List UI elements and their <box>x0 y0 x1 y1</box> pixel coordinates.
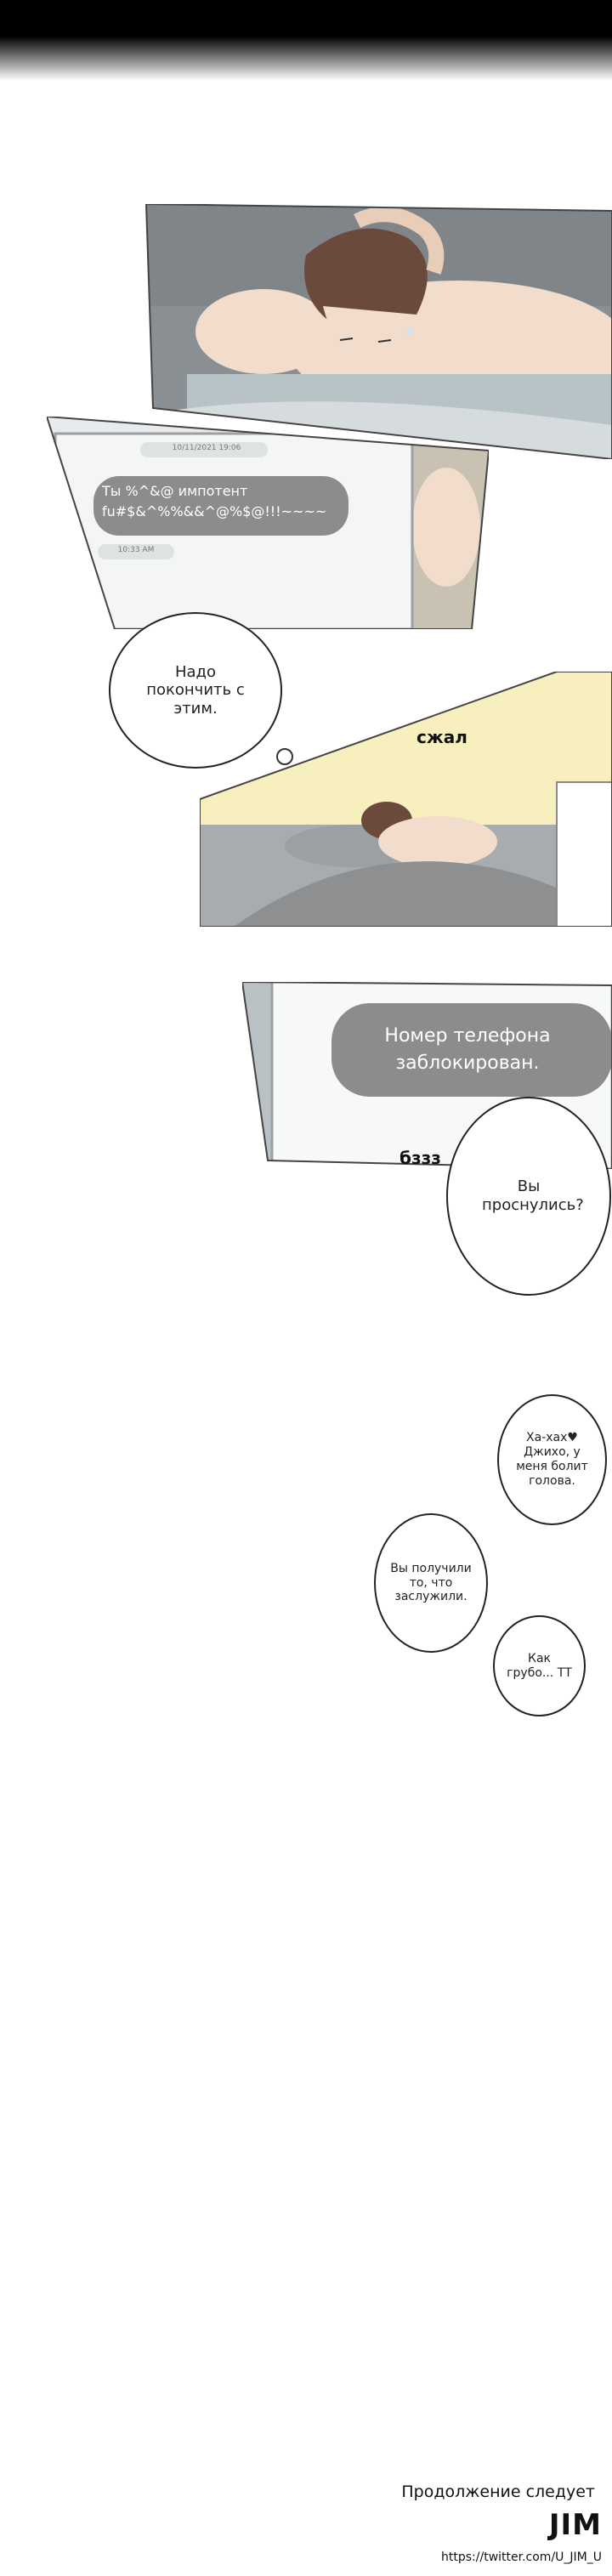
speech-bubble-rude: Как грубо... ТТ <box>493 1615 586 1716</box>
speech-bubble-deserved-text: Вы получили то, что заслужили. <box>390 1561 472 1604</box>
artist-signature: JIM <box>548 2508 602 2542</box>
panel-phone-message: 10/11/2021 19:06 Ты %^&@ импотент fu#$&^… <box>47 417 489 629</box>
panel-2-art <box>47 417 489 629</box>
panel-3-art <box>200 672 612 927</box>
artist-twitter-url: https://twitter.com/U_JIM_U <box>441 2550 602 2564</box>
panel-1-art <box>144 204 612 459</box>
panel-man-in-bed <box>200 672 612 927</box>
thought-dot-icon <box>276 748 293 765</box>
phone-2-message: Номер телефона заблокирован. <box>384 1025 551 1074</box>
sfx-squeeze: сжал <box>416 727 468 747</box>
phone-1-message: Ты %^&@ импотент fu#$&^%%&&^@%$@!!!~~~~ <box>102 483 327 519</box>
sfx-buzz: бззз <box>400 1148 441 1168</box>
phone-1-timestamp-top: 10/11/2021 19:06 <box>172 444 241 452</box>
to-be-continued-text: Продолжение следует <box>401 2482 595 2501</box>
speech-bubble-end-it: Надо покончить с этим. <box>109 612 282 769</box>
speech-bubble-awake-text: Вы проснулись? <box>482 1177 584 1214</box>
panel-man-holding-head <box>136 204 612 459</box>
speech-bubble-haha-text: Ха-хах♥ Джихо, у меня болит голова. <box>516 1431 588 1488</box>
top-black-gradient <box>0 0 612 81</box>
speech-bubble-end-it-text: Надо покончить с этим. <box>146 662 245 718</box>
speech-bubble-awake: Вы проснулись? <box>446 1097 611 1296</box>
speech-bubble-rude-text: Как грубо... ТТ <box>507 1651 572 1680</box>
speech-bubble-haha: Ха-хах♥ Джихо, у меня болит голова. <box>497 1394 607 1525</box>
speech-bubble-deserved: Вы получили то, что заслужили. <box>374 1513 488 1653</box>
phone-1-timestamp-bottom: 10:33 AM <box>117 546 155 554</box>
